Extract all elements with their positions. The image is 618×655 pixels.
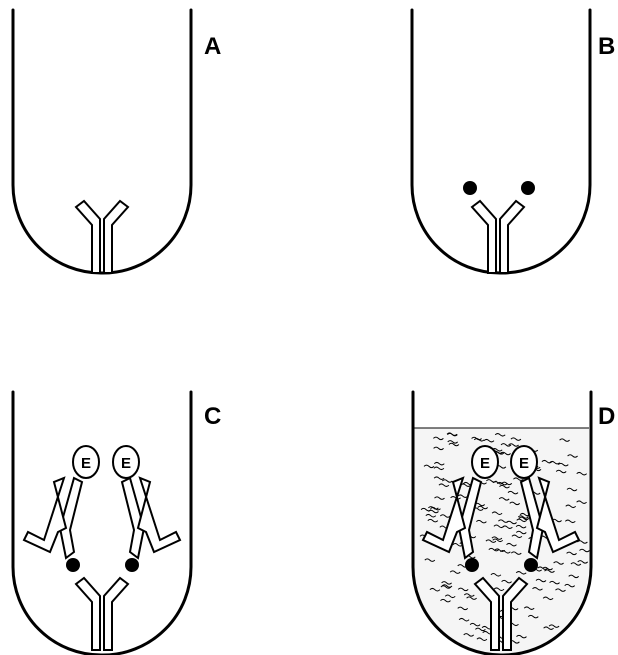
- test-tube: [13, 392, 191, 655]
- capture-antibody: [76, 578, 128, 650]
- panel-c: E E C: [13, 392, 221, 655]
- panel-a: A: [13, 10, 221, 273]
- capture-antibody: [76, 201, 128, 273]
- antigen-dot: [125, 558, 139, 572]
- panel-b: B: [412, 10, 615, 273]
- enzyme-letter: E: [519, 455, 529, 472]
- test-tube: [13, 10, 191, 273]
- antigen-dot: [524, 558, 538, 572]
- panel-d: E E D: [413, 392, 615, 655]
- panel-label-a: A: [204, 33, 221, 60]
- antigen-dot: [521, 181, 535, 195]
- enzyme-letter: E: [480, 455, 490, 472]
- enzyme-letter: E: [81, 455, 91, 472]
- panel-label-c: C: [204, 403, 221, 430]
- detection-antibody: [24, 478, 82, 558]
- detection-antibody: [122, 478, 180, 558]
- panel-label-d: D: [598, 403, 615, 430]
- panel-label-b: B: [598, 33, 615, 60]
- antigen-dot: [463, 181, 477, 195]
- capture-antibody: [472, 201, 524, 273]
- antigen-dot: [66, 558, 80, 572]
- enzyme-letter: E: [121, 455, 131, 472]
- antigen-dot: [465, 558, 479, 572]
